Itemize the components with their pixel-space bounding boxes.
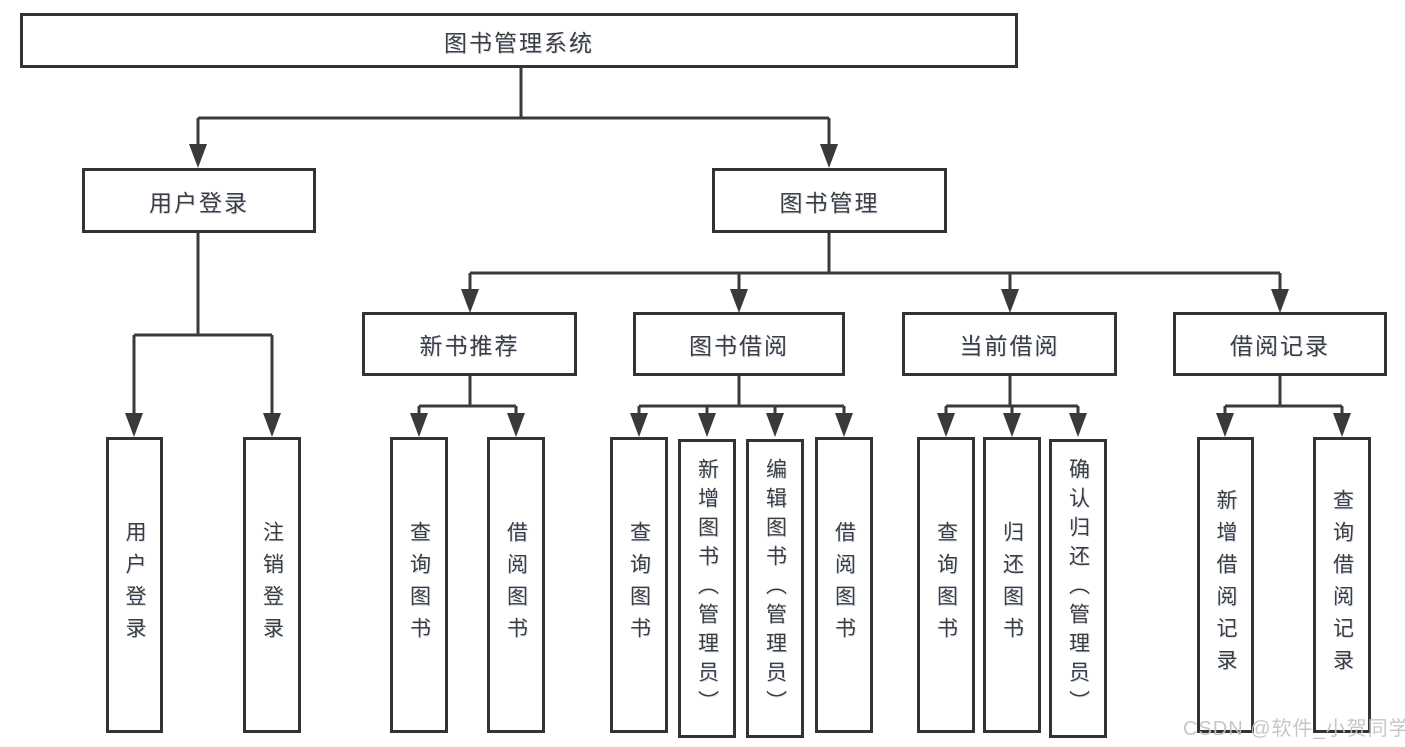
leaf-confirm-return-admin: 确认归还（管理员） [1049,439,1107,738]
leaf-add-borrow-record-label: 新增借阅记录 [1214,489,1237,681]
leaf-add-books-admin: 新增图书（管理员） [678,439,736,738]
leaf-query-books-current: 查询图书 [917,437,975,733]
leaf-add-borrow-record: 新增借阅记录 [1197,437,1254,733]
leaf-user-login: 用户登录 [106,437,163,733]
leaf-borrow-books-recommend-label: 借阅图书 [504,521,528,649]
leaf-query-books-current-label: 查询图书 [934,521,958,649]
leaf-logout: 注销登录 [243,437,301,733]
node-borrowing-records-label: 借阅记录 [1230,333,1330,359]
leaf-edit-books-admin-label: 编辑图书（管理员） [763,458,787,719]
node-borrowing-records: 借阅记录 [1173,312,1387,376]
node-book-borrowing: 图书借阅 [633,312,845,376]
leaf-query-borrow-record-label: 查询借阅记录 [1330,489,1354,681]
node-user-login-label: 用户登录 [149,189,249,216]
leaf-borrow-books: 借阅图书 [815,437,873,733]
node-new-book-recommend-label: 新书推荐 [419,333,520,359]
node-book-borrowing-label: 图书借阅 [689,333,789,359]
leaf-borrow-books-label: 借阅图书 [832,521,856,649]
leaf-user-login-label: 用户登录 [123,521,146,649]
node-current-borrowing-label: 当前借阅 [959,333,1060,359]
csdn-watermark: CSDN @软件_小贺同学 [1183,718,1405,740]
leaf-query-books-borrowing: 查询图书 [610,437,668,733]
leaf-return-books-label: 归还图书 [1000,521,1024,649]
leaf-logout-label: 注销登录 [260,521,284,649]
leaf-edit-books-admin: 编辑图书（管理员） [746,439,804,738]
node-user-login: 用户登录 [82,168,316,233]
node-root-system: 图书管理系统 [20,13,1018,68]
leaf-query-books-borrowing-label: 查询图书 [627,521,651,649]
leaf-borrow-books-recommend: 借阅图书 [487,437,545,733]
leaf-query-borrow-record: 查询借阅记录 [1313,437,1371,733]
node-root-system-label: 图书管理系统 [444,29,594,56]
leaf-query-books-recommend-label: 查询图书 [407,521,431,649]
leaf-query-books-recommend: 查询图书 [390,437,448,733]
node-book-management-label: 图书管理 [779,189,880,216]
leaf-return-books: 归还图书 [983,437,1041,733]
node-book-management: 图书管理 [712,168,947,233]
leaf-confirm-return-admin-label: 确认归还（管理员） [1066,458,1090,719]
node-new-book-recommend: 新书推荐 [362,312,577,376]
node-current-borrowing: 当前借阅 [902,312,1117,376]
leaf-add-books-admin-label: 新增图书（管理员） [695,458,719,719]
